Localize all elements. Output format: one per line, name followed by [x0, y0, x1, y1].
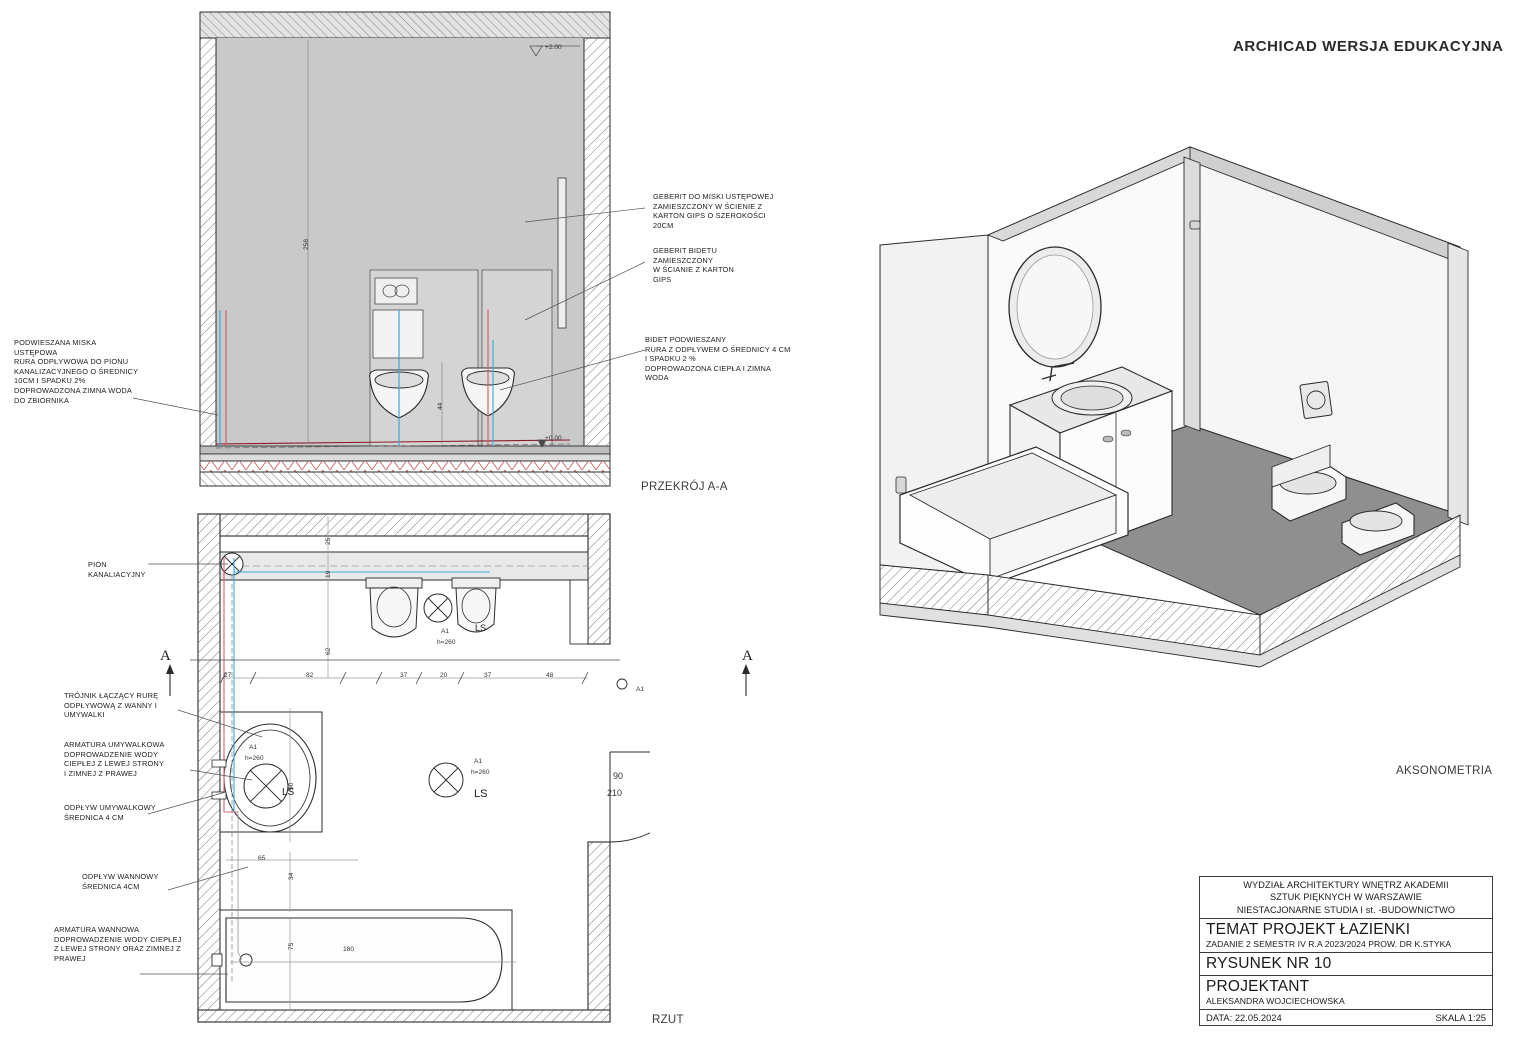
tag-mid-ls: LS: [474, 788, 488, 800]
plan-dim-bath-gap: 34: [288, 872, 295, 880]
designer-name: ALEKSANDRA WOJCIECHOWSKA: [1206, 996, 1345, 1007]
section-leaders: [132, 207, 646, 416]
tag-bidet-ls: LS: [475, 623, 487, 633]
section-level-floor: +0.00: [545, 435, 562, 442]
drawing-date: DATA: 22.05.2024: [1206, 1012, 1282, 1024]
plan-dim-bath-width: 75: [288, 942, 295, 950]
axonometric-title: AKSONOMETRIA: [1396, 765, 1493, 777]
plan-dim-door-width: 90: [613, 771, 624, 781]
plan-drawing: [190, 512, 650, 1032]
plan-title: RZUT: [652, 1014, 684, 1026]
section-marker-left: A: [160, 648, 171, 664]
annotation-bidet: BIDET PODWIESZANY RURA Z ODPŁYWEM O ŚRED…: [645, 335, 791, 383]
school-line-1: WYDZIAŁ ARCHITEKTURY WNĘTRZ AKADEMII: [1243, 880, 1449, 890]
tag-wc-a1: A1: [441, 628, 450, 635]
plan-dim-door-height: 210: [607, 788, 623, 798]
tag-wc-height: h=260: [437, 639, 456, 646]
section-arrows: [166, 664, 750, 696]
tag-mid-a1: A1: [474, 758, 483, 765]
annotation-armatura-wannowa: ARMATURA WANNOWA DOPROWADZENIE WODY CIEP…: [54, 925, 182, 963]
school-line-3: NIESTACJONARNE STUDIA I st. -BUDOWNICTWO: [1236, 904, 1456, 915]
plan-dim-h-1: 82: [306, 672, 314, 679]
tag-sink-ls: LS: [282, 787, 295, 798]
tag-mid-height: h=260: [471, 769, 490, 776]
plan-dim-h-0: 27: [224, 672, 232, 679]
annotation-pion: PION KANALIACYJNY: [88, 560, 146, 579]
plan-dim-bath-offset: 65: [258, 855, 266, 862]
annotation-armatura-umywalkowa: ARMATURA UMYWALKOWA DOPROWADZENIE WODY C…: [64, 740, 165, 778]
tag-sink-a1: A1: [249, 744, 258, 751]
title-block-topic: TEMAT PROJEKT ŁAZIENKI ZADANIE 2 SEMESTR…: [1200, 919, 1492, 954]
title-block: WYDZIAŁ ARCHITEKTURY WNĘTRZ AKADEMII SZT…: [1199, 876, 1493, 1027]
annotation-trojnik: TRÓJNIK ŁĄCZĄCY RURĘ ODPŁYWOWĄ Z WANNY I…: [64, 691, 159, 720]
plan-dim-h-2: 37: [400, 672, 408, 679]
title-block-designer: PROJEKTANT ALEKSANDRA WOJCIECHOWSKA: [1200, 976, 1492, 1011]
plan-dim-v-1: 19: [325, 570, 332, 578]
annotation-odplyw-umywalkowy: ODPŁYW UMYWALKOWY ŚREDNICA 4 CM: [64, 803, 156, 822]
school-line-2: SZTUK PIĘKNYCH W WARSZAWIE: [1270, 892, 1422, 903]
archicad-watermark: ARCHICAD WERSJA EDUKACYJNA: [1233, 38, 1504, 55]
title-block-school: WYDZIAŁ ARCHITEKTURY WNĘTRZ AKADEMII SZT…: [1200, 877, 1492, 920]
plan-dim-h-5: 48: [546, 672, 554, 679]
tag-sink-height: h=260: [245, 755, 264, 762]
annotation-geberit-bidet: GEBERIT BIDETU ZAMIESZCZONY W ŚCIANIE Z …: [653, 246, 734, 284]
title-block-footer: DATA: 22.05.2024 SKALA 1:25: [1200, 1010, 1492, 1025]
designer-label: PROJEKTANT: [1206, 978, 1310, 996]
drawing-number: RYSUNEK NR 10: [1206, 955, 1332, 973]
tag-door-a1: A1: [636, 686, 645, 693]
plan-dim-v-0: 25: [325, 537, 332, 545]
project-topic: TEMAT PROJEKT ŁAZIENKI: [1206, 921, 1411, 939]
plan-dim-h-3: 20: [440, 672, 448, 679]
plan-dim-h-4: 37: [484, 672, 492, 679]
section-marker-right: A: [742, 648, 753, 664]
section-title: PRZEKRÓJ A-A: [641, 481, 728, 493]
section-drawing: [190, 10, 620, 510]
title-block-drawing-no: RYSUNEK NR 10: [1200, 953, 1492, 977]
axonometric-drawing: [860, 95, 1520, 695]
plan-dim-bath-length: 180: [343, 946, 355, 953]
annotation-odplyw-wannowy: ODPŁYW WANNOWY ŚREDNICA 4CM: [82, 872, 159, 891]
section-level-top: +2.00: [545, 44, 562, 51]
plan-dim-v-2: 62: [325, 647, 332, 655]
drawing-scale: SKALA 1:25: [1435, 1012, 1486, 1024]
plan-leaders: [140, 563, 263, 975]
project-task: ZADANIE 2 SEMESTR IV R.A 2023/2024 PROW.…: [1206, 939, 1452, 950]
annotation-wc-left: PODWIESZANA MISKA USTĘPOWA RURA ODPŁYWOW…: [14, 338, 139, 405]
annotation-geberit-wc: GEBERIT DO MISKI USTĘPOWEJ ZAMIESZCZONY …: [653, 192, 774, 230]
